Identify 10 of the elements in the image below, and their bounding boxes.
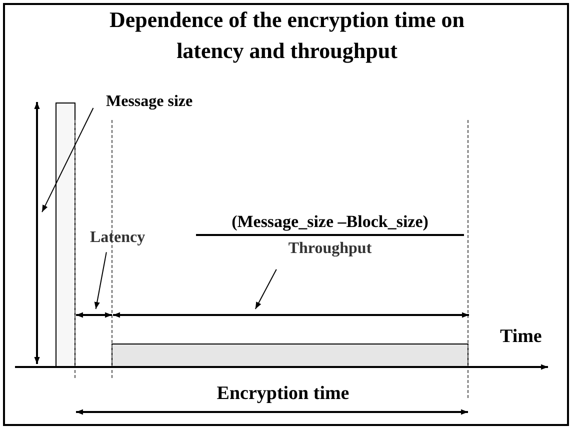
- numerator-text: (Message_size –Block_size): [196, 210, 464, 236]
- annotation-text: Latency: [90, 228, 172, 250]
- leader-line: [42, 108, 94, 213]
- denominator-text: Throughput: [288, 239, 372, 259]
- dimension-label: Encryption time: [216, 382, 350, 406]
- title: Dependence of the encryption time on latency and throughput: [108, 6, 466, 65]
- annotation-text: Message size: [106, 92, 222, 112]
- leader-line: [254, 268, 277, 310]
- leader-line: [94, 252, 107, 310]
- axis-label: Time: [500, 326, 542, 348]
